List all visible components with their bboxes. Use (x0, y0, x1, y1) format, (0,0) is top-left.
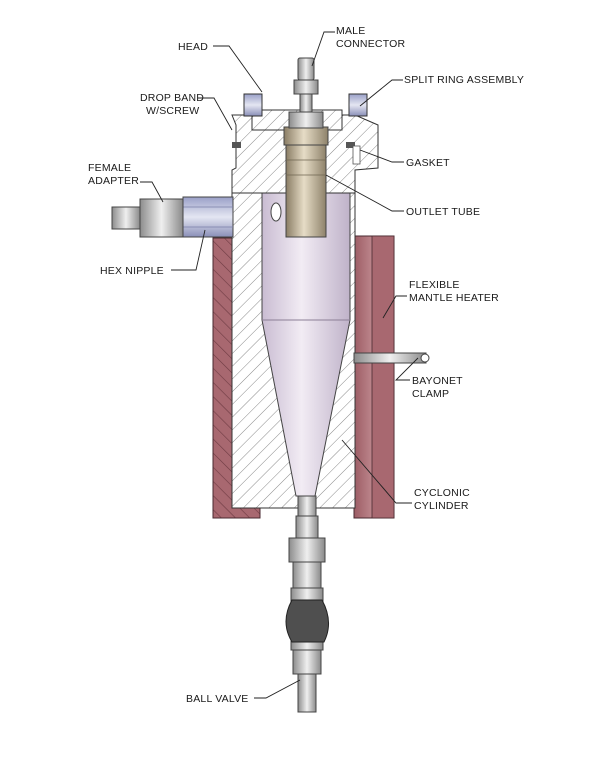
label-flexible-1: FLEXIBLE (409, 279, 460, 291)
label-flexible-2: MANTLE HEATER (409, 292, 499, 304)
outlet-tube (283, 126, 361, 238)
male-connector (288, 57, 324, 129)
label-female-adapter-1: FEMALE (88, 162, 131, 174)
label-cyclonic-1: CYCLONIC (414, 487, 470, 499)
bayonet-clamp (353, 352, 430, 364)
label-drop-band-1: DROP BAND (140, 92, 204, 104)
label-bayonet-1: BAYONET (412, 375, 463, 387)
bottom-fitting (288, 495, 326, 589)
labels: HEAD MALE CONNECTOR SPLIT RING ASSEMBLY … (88, 25, 524, 705)
gasket-mark (346, 142, 355, 148)
split-ring-right (348, 93, 368, 117)
leader-lines (140, 31, 419, 699)
mantle-heater-right (353, 235, 395, 519)
label-ball-valve: BALL VALVE (186, 693, 249, 705)
valve-handle (285, 599, 329, 643)
ball-valve (285, 587, 329, 713)
label-male-connector-2: CONNECTOR (336, 38, 405, 50)
label-cyclonic-2: CYLINDER (414, 500, 469, 512)
label-male-connector-1: MALE (336, 25, 365, 37)
cyclonic-cylinder-body (231, 192, 356, 509)
label-drop-band-2: W/SCREW (146, 105, 199, 117)
hex-nipple (182, 196, 234, 238)
label-outlet-tube: OUTLET TUBE (406, 206, 480, 218)
female-adapter (111, 198, 184, 238)
label-split-ring-assembly: SPLIT RING ASSEMBLY (404, 74, 524, 86)
label-bayonet-2: CLAMP (412, 388, 449, 400)
label-female-adapter-2: ADAPTER (88, 175, 139, 187)
label-gasket: GASKET (406, 157, 450, 169)
label-head: HEAD (178, 41, 208, 53)
split-ring-left (243, 93, 263, 117)
label-hex-nipple: HEX NIPPLE (100, 265, 164, 277)
